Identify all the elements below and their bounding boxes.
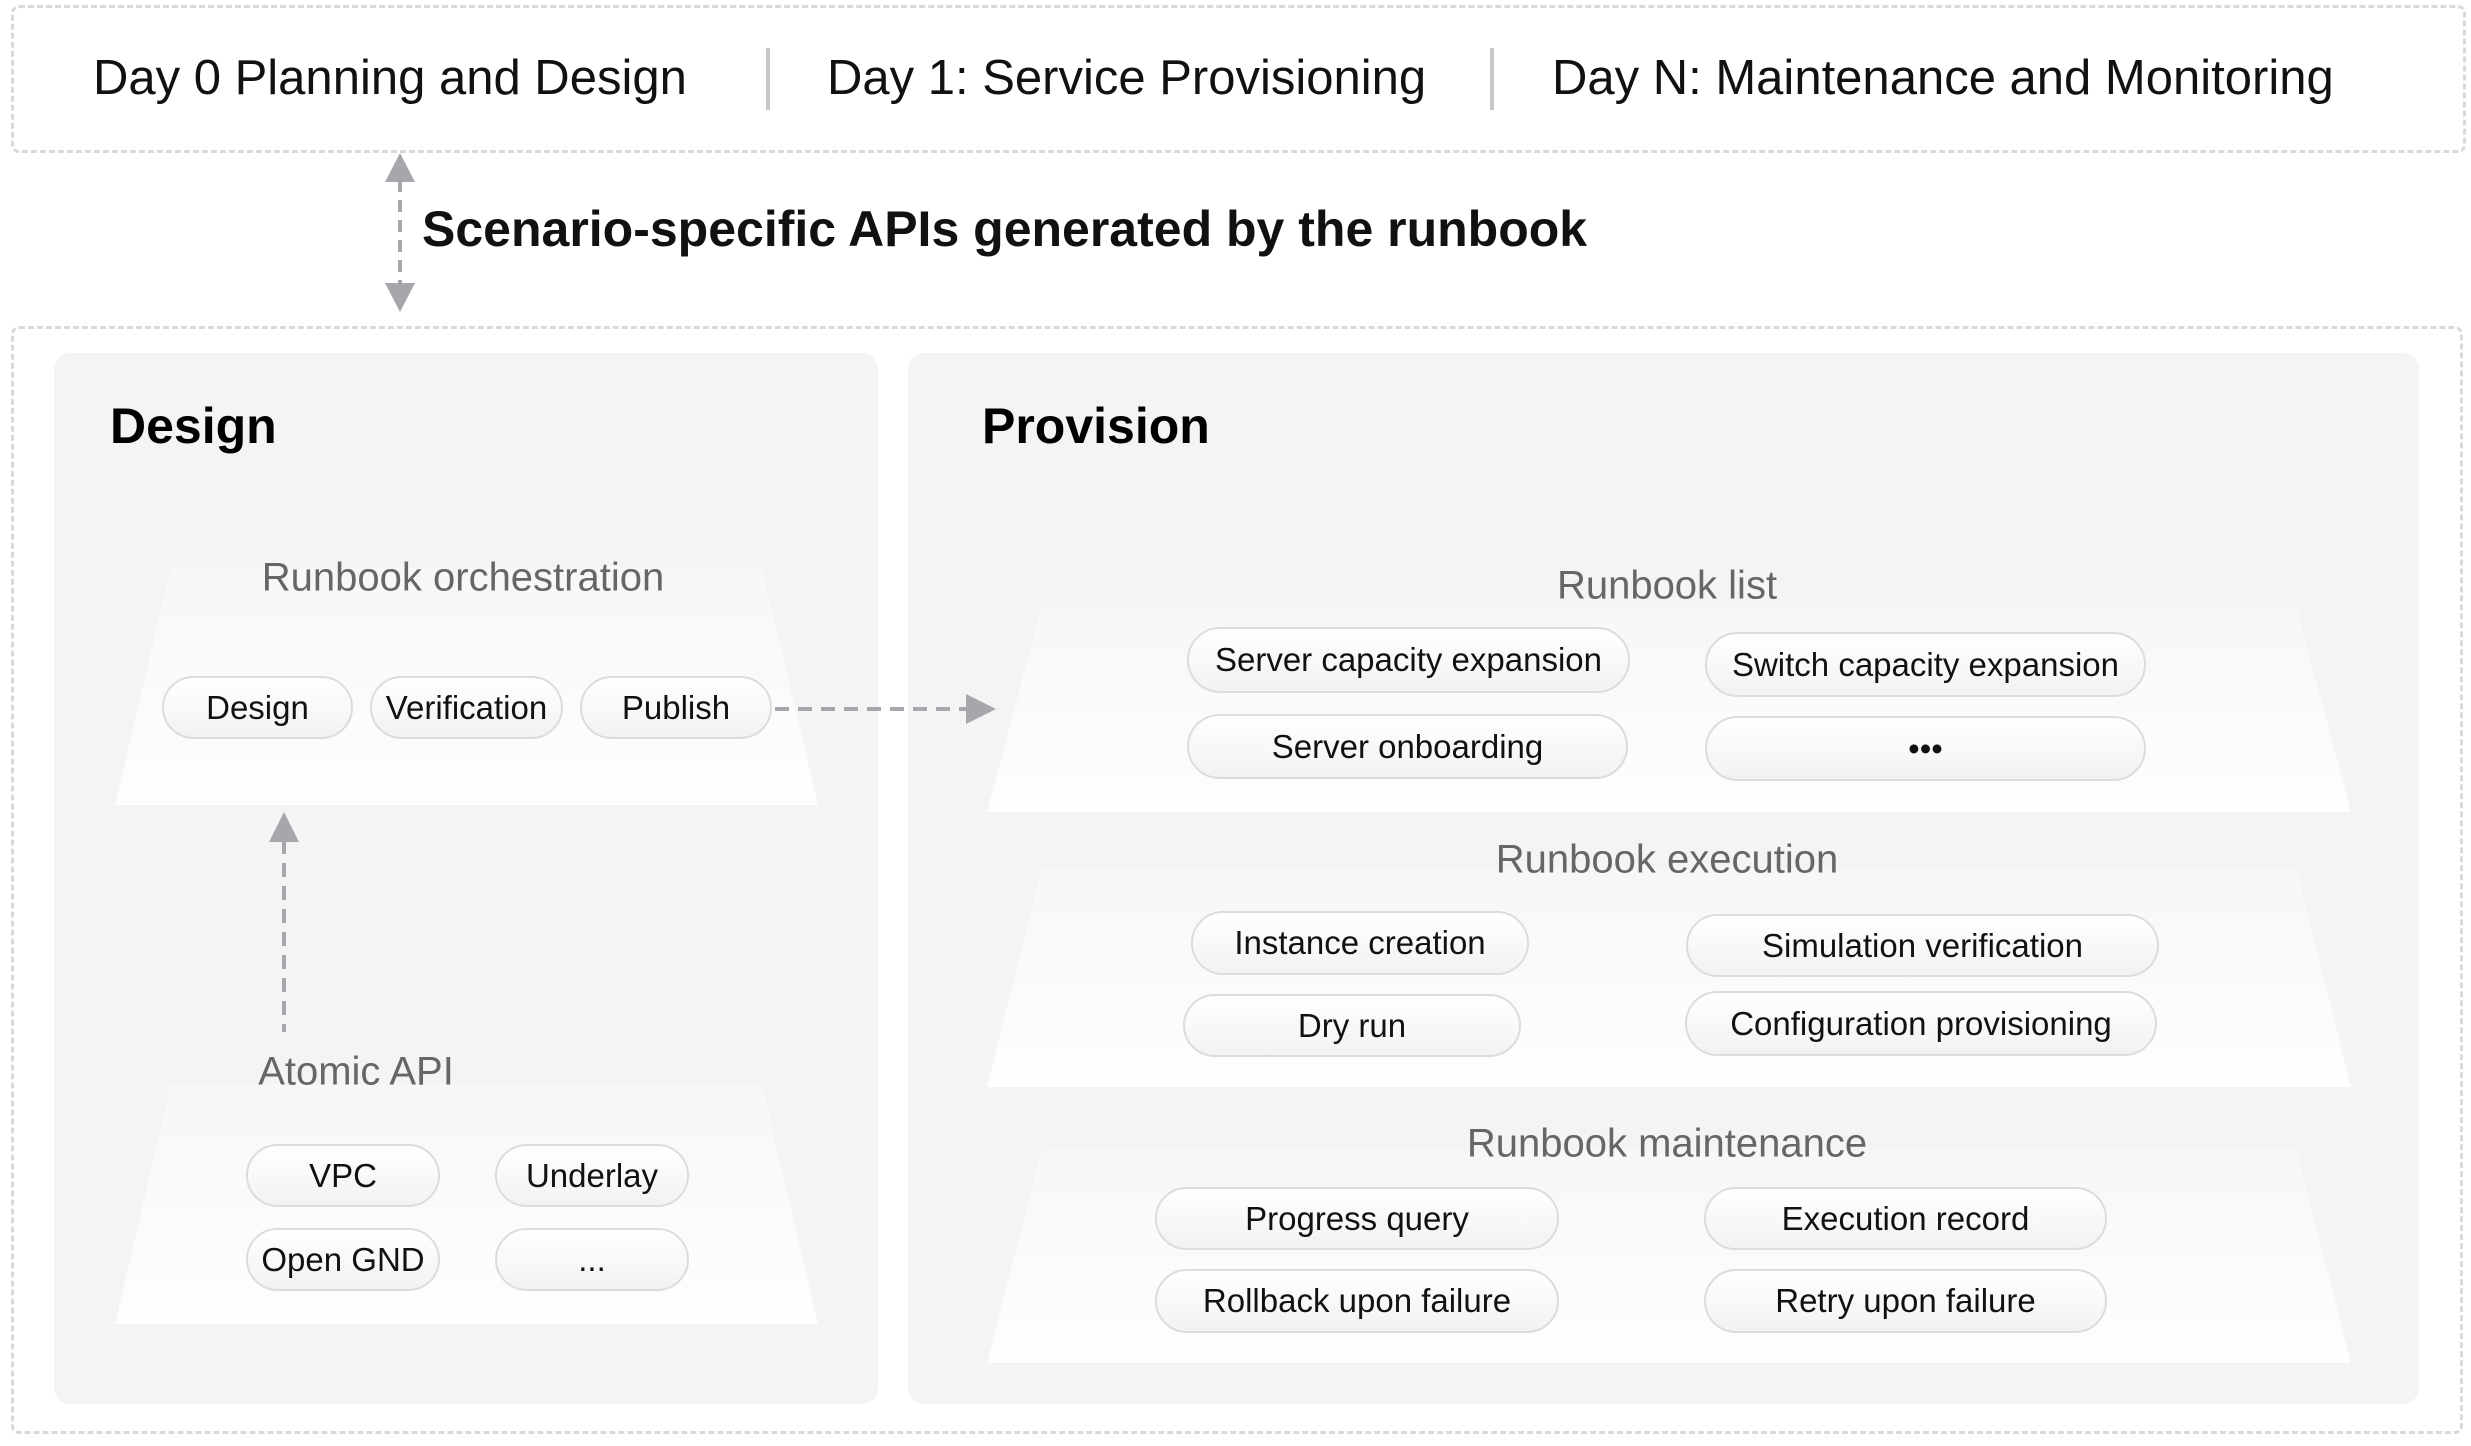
design-step-pill[interactable]: Design xyxy=(162,676,353,739)
instance-creation-pill[interactable]: Instance creation xyxy=(1191,911,1529,975)
rollback-upon-failure-pill[interactable]: Rollback upon failure xyxy=(1155,1269,1559,1333)
open-gnd-pill[interactable]: Open GND xyxy=(246,1228,440,1291)
execution-record-pill[interactable]: Execution record xyxy=(1704,1187,2107,1250)
design-title: Design xyxy=(110,398,277,454)
runbook-execution-label: Runbook execution xyxy=(1495,837,1839,882)
phase-day1: Day 1: Service Provisioning xyxy=(827,51,1427,105)
phase-bar xyxy=(11,5,2466,153)
publish-to-provision-arrow xyxy=(775,694,996,724)
phase-dayn: Day N: Maintenance and Monitoring xyxy=(1552,51,2334,105)
api-bidirectional-arrow xyxy=(385,153,415,312)
verification-step-pill[interactable]: Verification xyxy=(370,676,563,739)
orchestration-label: Runbook orchestration xyxy=(261,555,665,600)
atomic-layer xyxy=(115,1084,818,1324)
more-runbooks-pill[interactable]: ••• xyxy=(1705,716,2146,781)
atomic-to-orchestration-arrow xyxy=(269,812,299,1032)
phase-divider xyxy=(766,48,770,110)
more-api-pill[interactable]: ... xyxy=(495,1228,689,1291)
api-caption: Scenario-specific APIs generated by the … xyxy=(422,201,1588,257)
runbook-list-label: Runbook list xyxy=(1556,563,1778,608)
publish-step-pill[interactable]: Publish xyxy=(580,676,772,739)
phase-day0: Day 0 Planning and Design xyxy=(93,51,687,105)
vpc-pill[interactable]: VPC xyxy=(246,1144,440,1207)
server-capacity-expansion-pill[interactable]: Server capacity expansion xyxy=(1187,627,1630,693)
simulation-verification-pill[interactable]: Simulation verification xyxy=(1686,914,2159,977)
provision-title: Provision xyxy=(982,398,1210,454)
progress-query-pill[interactable]: Progress query xyxy=(1155,1187,1559,1250)
runbook-maintenance-label: Runbook maintenance xyxy=(1466,1121,1868,1166)
configuration-provisioning-pill[interactable]: Configuration provisioning xyxy=(1685,991,2157,1056)
atomic-label: Atomic API xyxy=(258,1049,454,1094)
server-onboarding-pill[interactable]: Server onboarding xyxy=(1187,714,1628,779)
phase-divider xyxy=(1490,48,1494,110)
retry-upon-failure-pill[interactable]: Retry upon failure xyxy=(1704,1269,2107,1333)
main-container xyxy=(11,326,2463,1434)
underlay-pill[interactable]: Underlay xyxy=(495,1144,689,1207)
dry-run-pill[interactable]: Dry run xyxy=(1183,994,1521,1057)
switch-capacity-expansion-pill[interactable]: Switch capacity expansion xyxy=(1705,632,2146,697)
